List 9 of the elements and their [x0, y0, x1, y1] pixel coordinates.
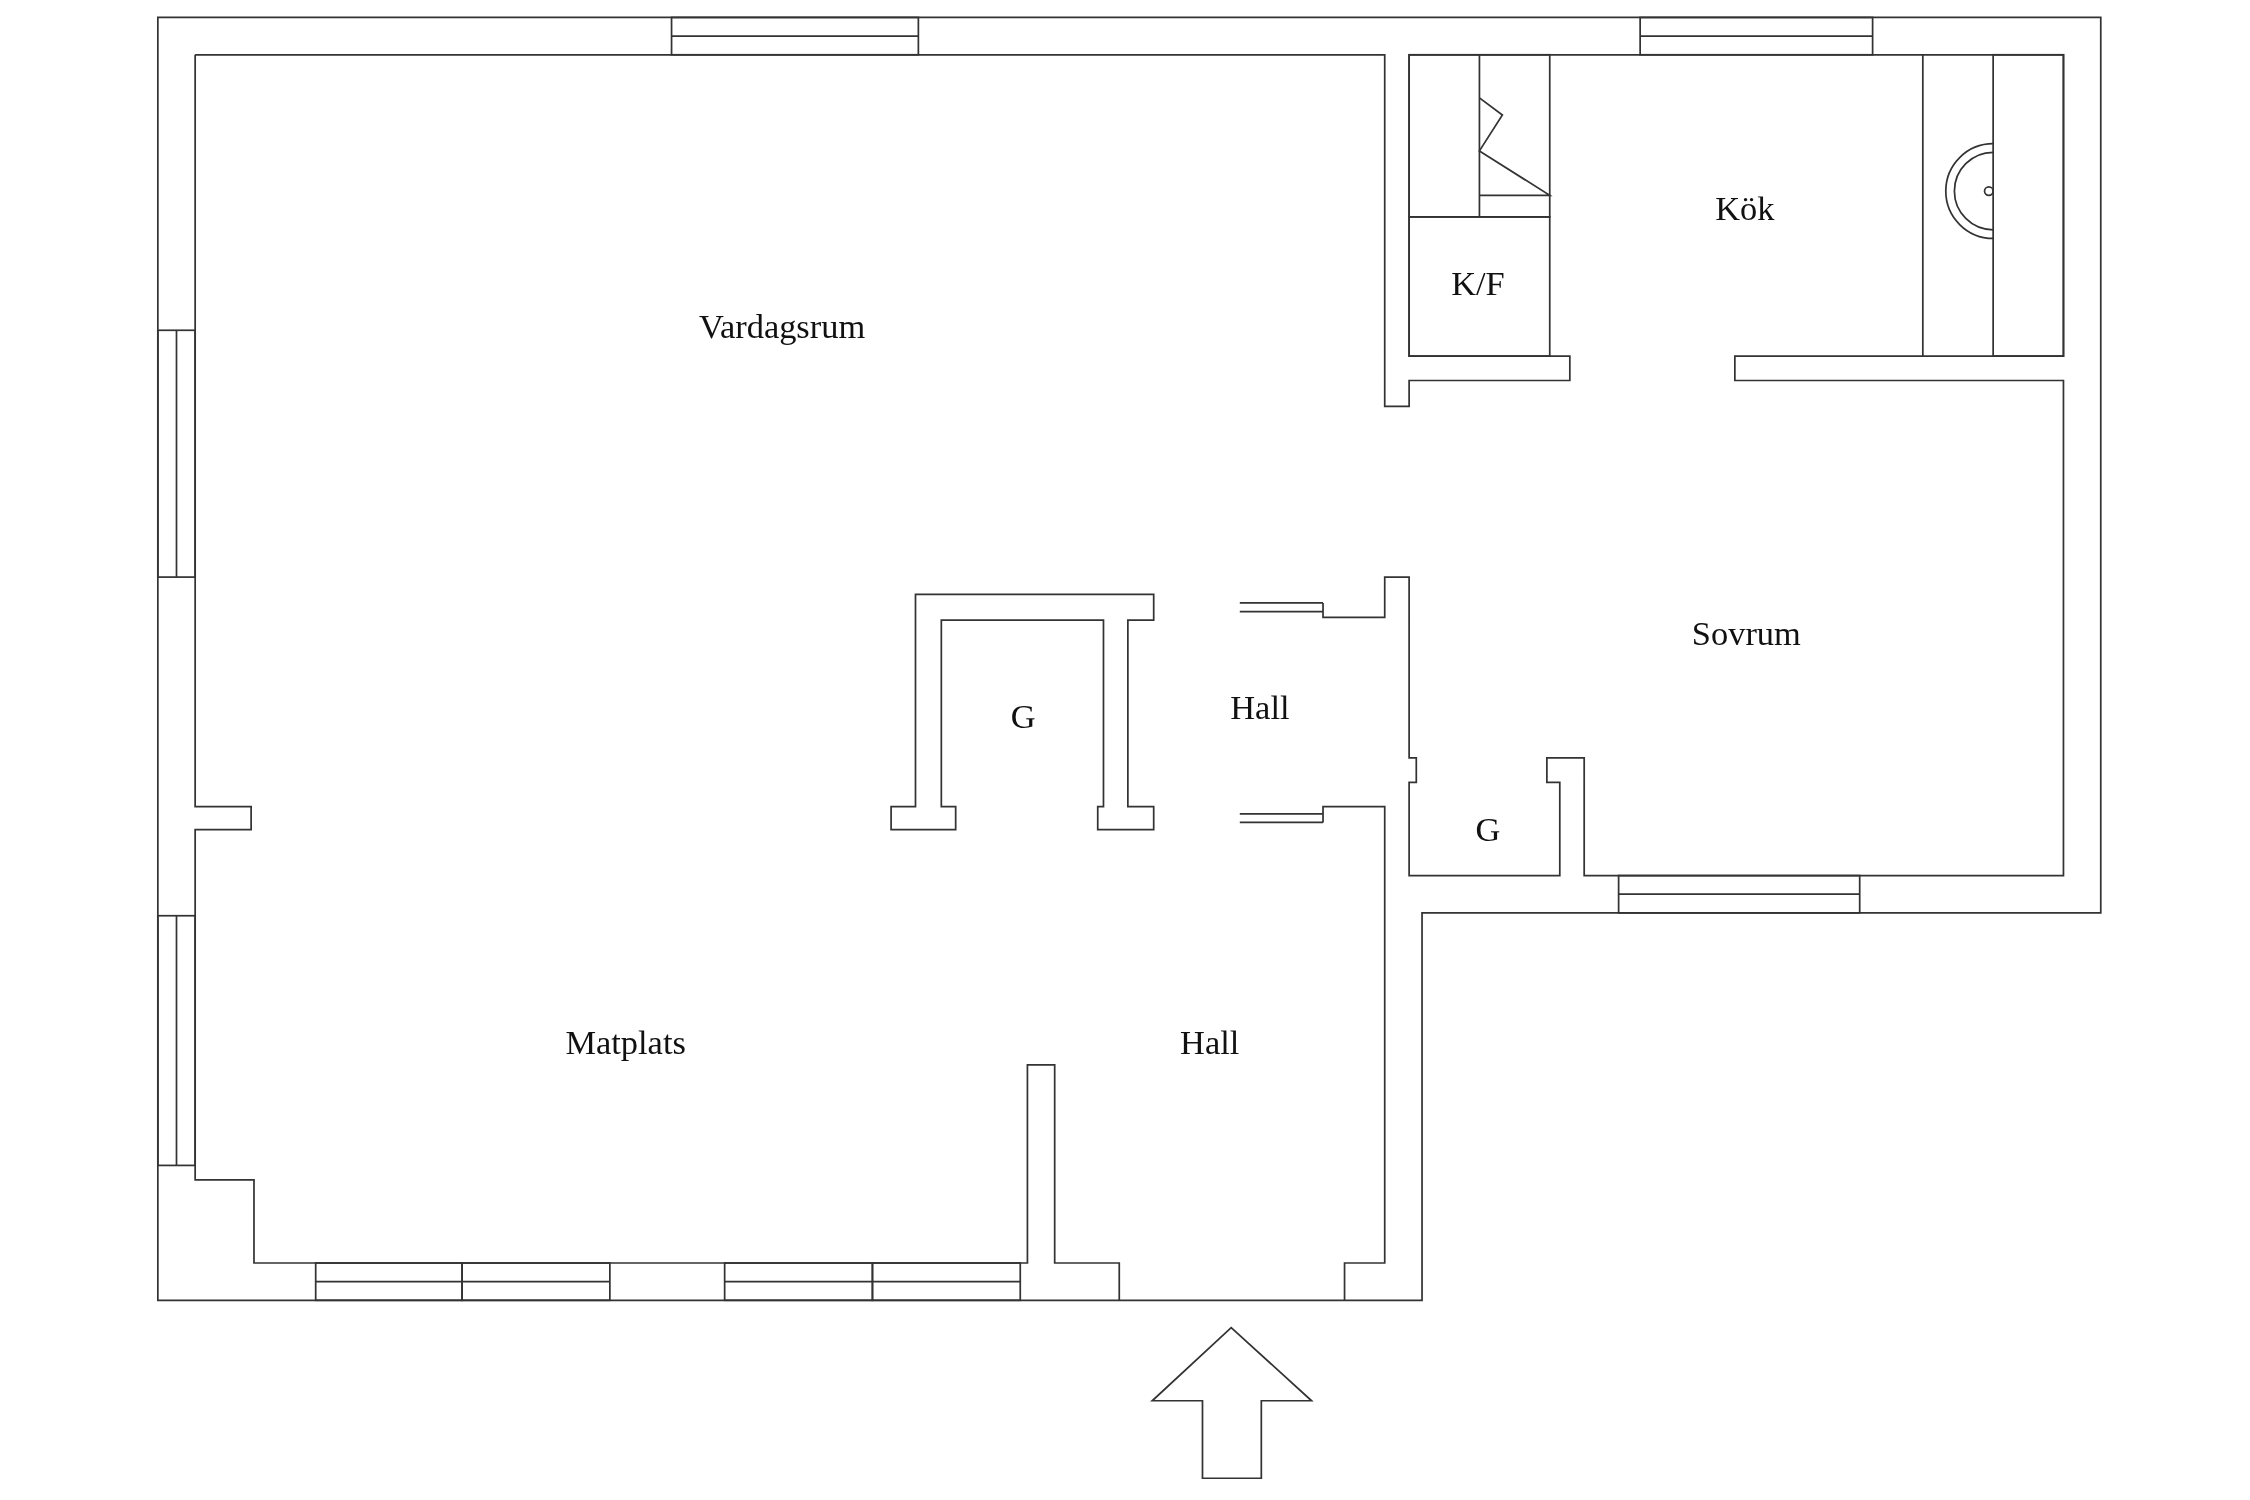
room-label: Vardagsrum — [698, 308, 866, 343]
room-label: Matplats — [565, 1024, 686, 1059]
room-label: G — [1010, 698, 1036, 734]
room-label: Hall — [1230, 690, 1290, 725]
room-label: G — [1475, 812, 1501, 847]
room-label: K/F — [1451, 265, 1505, 300]
room-label: Hall — [1180, 1024, 1240, 1059]
room-label: Kök — [1715, 190, 1775, 226]
room-label: Sovrum — [1691, 615, 1801, 651]
